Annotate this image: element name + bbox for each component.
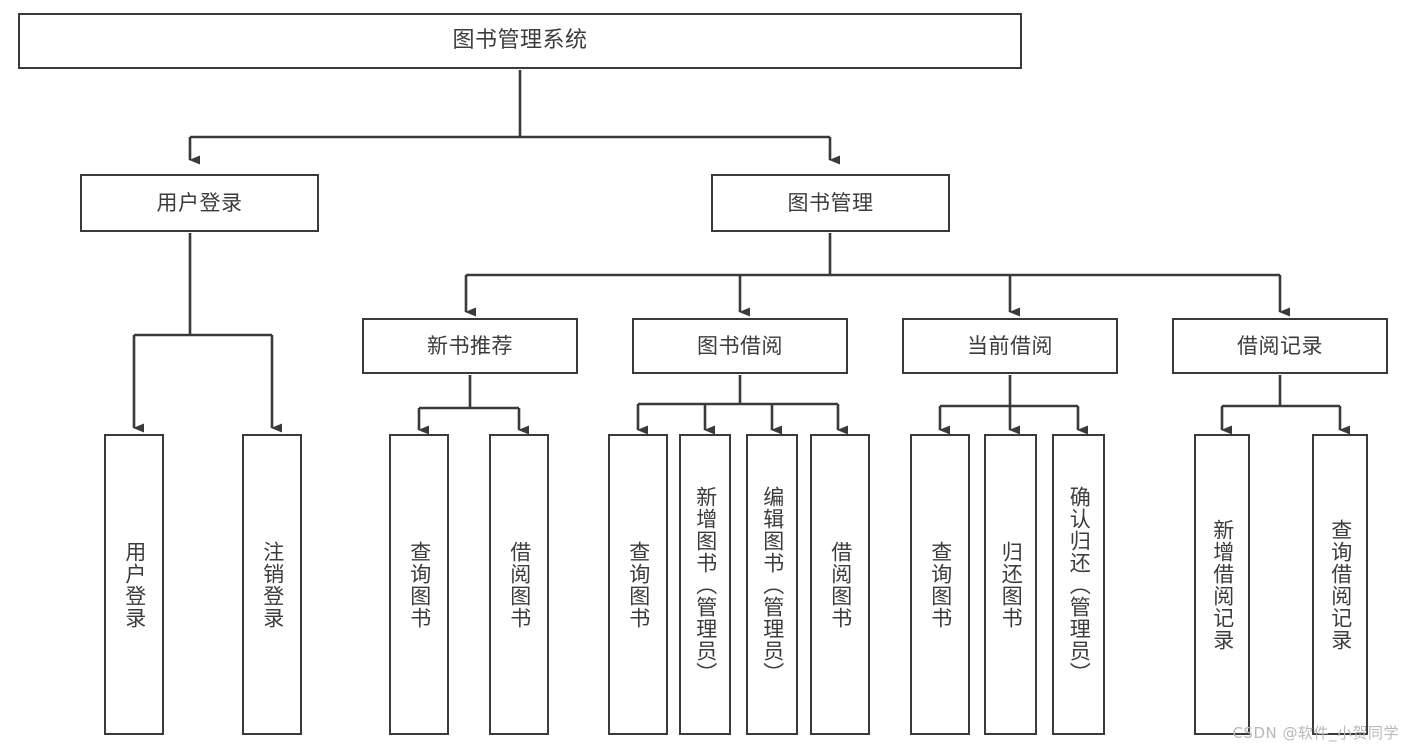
leaf-record-add-record[interactable]: 新增借阅记录 (1194, 434, 1250, 735)
leaf-current-return-book[interactable]: 归还图书 (984, 434, 1037, 735)
leaf-borrow-edit-book-admin[interactable]: 编辑图书（管理员） (746, 434, 798, 735)
leaf-current-confirm-return-admin[interactable]: 确认归还（管理员） (1052, 434, 1105, 735)
node-user-login[interactable]: 用户登录 (80, 174, 319, 232)
node-book-borrow[interactable]: 图书借阅 (632, 318, 848, 374)
leaf-label: 注销登录 (260, 540, 285, 629)
node-borrow-record[interactable]: 借阅记录 (1172, 318, 1388, 374)
leaf-new-book-borrow[interactable]: 借阅图书 (489, 434, 549, 735)
leaf-label: 新增图书（管理员） (693, 485, 718, 684)
leaf-label: 查询图书 (626, 540, 651, 629)
node-current-borrow-label: 当前借阅 (967, 333, 1053, 358)
leaf-label: 查询图书 (928, 540, 953, 629)
leaf-current-query-book[interactable]: 查询图书 (910, 434, 970, 735)
leaf-label: 编辑图书（管理员） (760, 485, 785, 684)
leaf-user-login-login[interactable]: 用户登录 (104, 434, 164, 735)
leaf-label: 查询借阅记录 (1328, 518, 1353, 651)
node-root[interactable]: 图书管理系统 (18, 13, 1022, 69)
leaf-user-login-logout[interactable]: 注销登录 (242, 434, 302, 735)
leaf-label: 确认归还（管理员） (1067, 485, 1092, 684)
leaf-label: 用户登录 (122, 540, 147, 629)
leaf-label: 归还图书 (999, 540, 1024, 629)
node-root-label: 图书管理系统 (452, 28, 588, 54)
node-borrow-record-label: 借阅记录 (1237, 333, 1323, 358)
node-new-book-recommend[interactable]: 新书推荐 (362, 318, 578, 374)
node-user-login-label: 用户登录 (156, 190, 243, 215)
node-new-book-recommend-label: 新书推荐 (427, 333, 513, 358)
leaf-new-book-query[interactable]: 查询图书 (389, 434, 449, 735)
leaf-borrow-query-book[interactable]: 查询图书 (608, 434, 668, 735)
leaf-label: 借阅图书 (507, 540, 532, 629)
leaf-label: 新增借阅记录 (1210, 518, 1235, 651)
node-book-borrow-label: 图书借阅 (697, 333, 783, 358)
watermark-text: CSDN @软件_小贺同学 (1232, 724, 1399, 742)
leaf-record-query-record[interactable]: 查询借阅记录 (1312, 434, 1368, 735)
node-book-management[interactable]: 图书管理 (711, 174, 950, 232)
node-current-borrow[interactable]: 当前借阅 (902, 318, 1118, 374)
leaf-borrow-add-book-admin[interactable]: 新增图书（管理员） (679, 434, 731, 735)
node-book-management-label: 图书管理 (787, 190, 874, 215)
leaf-label: 查询图书 (407, 540, 432, 629)
leaf-label: 借阅图书 (828, 540, 853, 629)
leaf-borrow-borrow-book[interactable]: 借阅图书 (810, 434, 870, 735)
